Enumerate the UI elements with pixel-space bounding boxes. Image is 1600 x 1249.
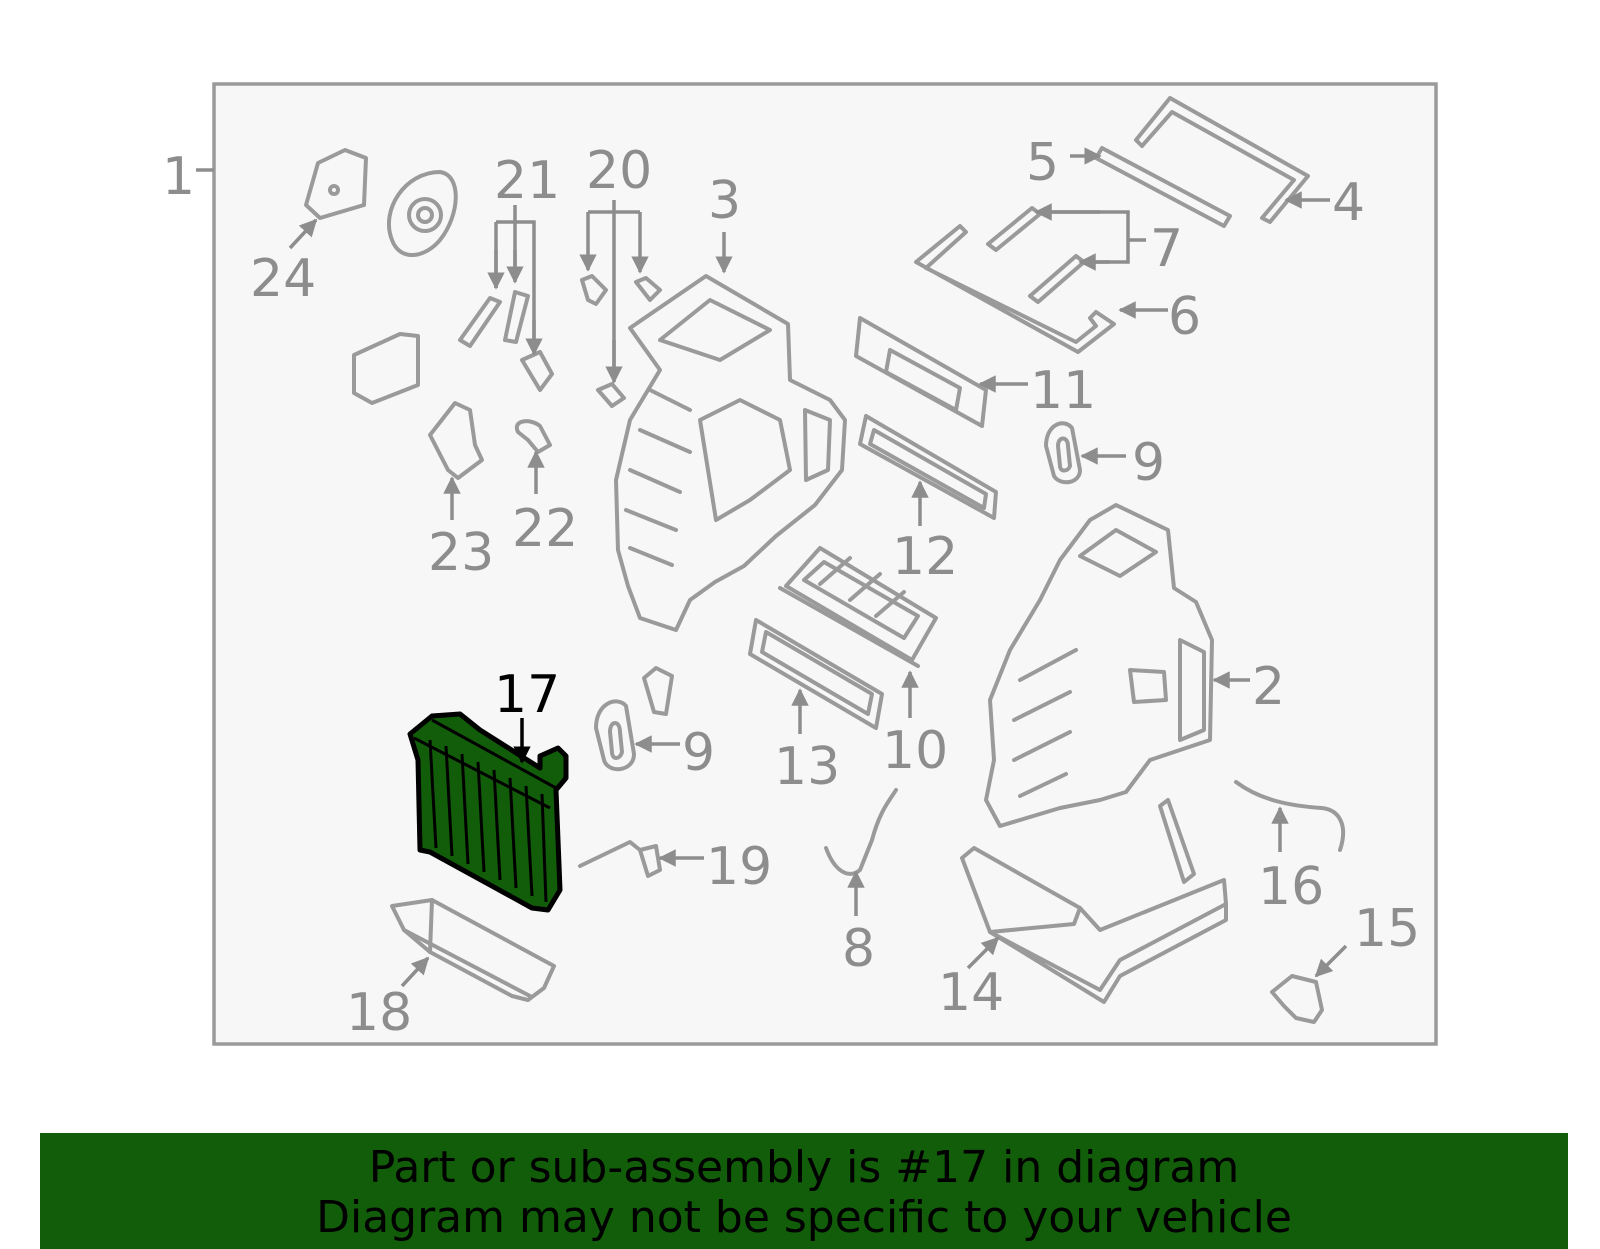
part-16-hose[interactable]	[1234, 780, 1346, 852]
callout-7: 7	[1150, 219, 1183, 279]
part-14-heater-core[interactable]	[960, 846, 1228, 1004]
callout-15: 15	[1354, 899, 1420, 959]
callout-16: 16	[1258, 857, 1324, 917]
callout-24: 24	[250, 249, 316, 309]
callout-22: 22	[512, 499, 578, 559]
callout-labels: 1 24 21 20 3 5 4 7 6 11 9 23 22 12 2 17 …	[162, 133, 1420, 1043]
part-24-bracket[interactable]	[304, 148, 368, 220]
banner-part-note: Part or sub-assembly is #17 in diagram	[368, 1142, 1240, 1193]
part-23-bracket[interactable]	[428, 401, 484, 480]
callout-9-upper: 9	[1132, 433, 1165, 493]
callout-4: 4	[1332, 173, 1365, 233]
part-10-door[interactable]	[778, 546, 938, 668]
callout-13: 13	[774, 737, 840, 797]
part-8-wire[interactable]	[824, 788, 898, 876]
callout-23: 23	[428, 523, 494, 583]
part-12-filter[interactable]	[858, 414, 998, 520]
callout-17: 17	[494, 665, 560, 725]
callout-8: 8	[842, 919, 875, 979]
part-13-filter[interactable]	[748, 618, 884, 730]
callout-6: 6	[1168, 287, 1201, 347]
leader-lines	[288, 147, 1348, 988]
part-22-clip[interactable]	[514, 419, 552, 454]
part-4-seal[interactable]	[1134, 96, 1310, 224]
part-19-sensor[interactable]	[578, 840, 662, 878]
part-9-grommet-lower[interactable]	[594, 699, 636, 771]
actuator-motor	[386, 170, 458, 257]
callout-12: 12	[892, 527, 958, 587]
parts-diagram: 1 24 21 20 3 5 4 7 6 11 9 23 22 12 2 17 …	[162, 82, 1438, 1046]
small-grommet	[642, 666, 674, 716]
callout-1: 1	[162, 147, 195, 207]
callout-5: 5	[1026, 133, 1059, 193]
part-15-sensor[interactable]	[1270, 974, 1324, 1024]
callout-10: 10	[882, 721, 948, 781]
part-20-clips[interactable]	[580, 274, 662, 408]
part-3-upper-case[interactable]	[614, 274, 847, 632]
callout-14: 14	[938, 963, 1004, 1023]
part-9-grommet-upper[interactable]	[1044, 421, 1082, 485]
banner-disclaimer: Diagram may not be specific to your vehi…	[316, 1192, 1292, 1243]
callout-20: 20	[586, 141, 652, 201]
callout-3: 3	[708, 171, 741, 231]
part-18-cover[interactable]	[390, 898, 556, 1002]
callout-9-lower: 9	[682, 723, 715, 783]
callout-21: 21	[494, 151, 560, 211]
info-banner: Part or sub-assembly is #17 in diagram D…	[40, 1133, 1568, 1249]
callout-2: 2	[1252, 657, 1285, 717]
callout-11: 11	[1030, 361, 1096, 421]
control-module	[352, 332, 420, 405]
callout-18: 18	[346, 983, 412, 1043]
sensor-bar	[1158, 798, 1196, 884]
part-11-door[interactable]	[854, 316, 988, 428]
part-6-seal[interactable]	[914, 224, 1116, 354]
callout-19: 19	[706, 837, 772, 897]
part-2-lower-case[interactable]	[984, 503, 1214, 828]
